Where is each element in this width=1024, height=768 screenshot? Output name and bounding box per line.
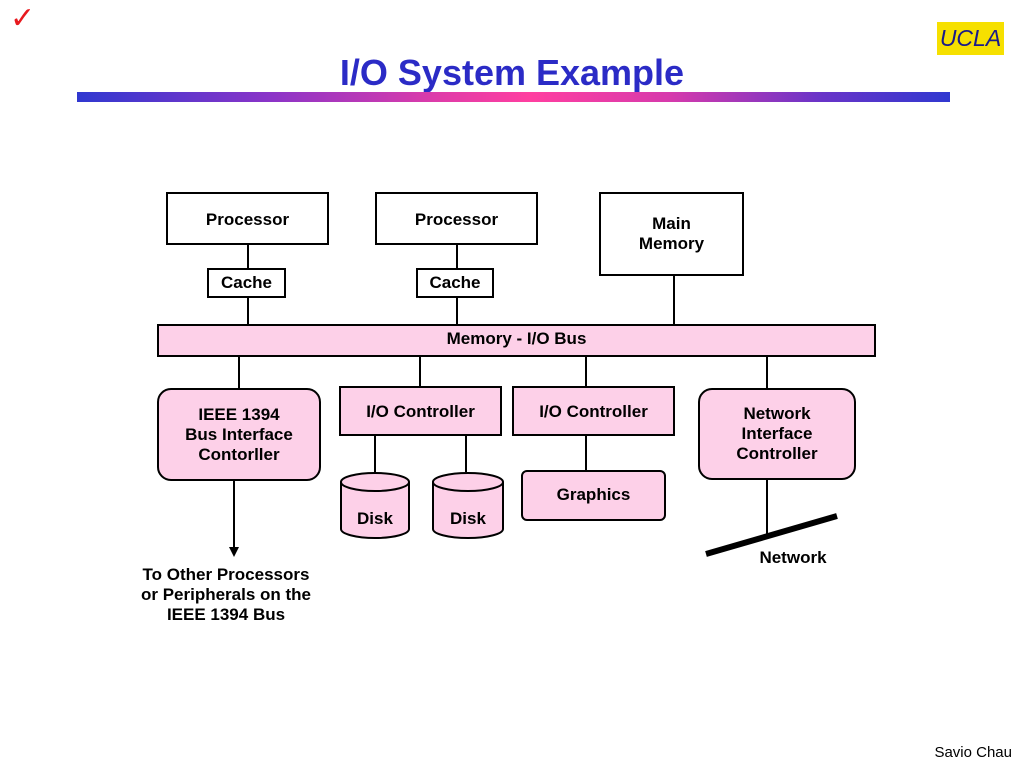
cache-1-box: Cache: [207, 268, 286, 298]
network-controller-label: Network Interface Controller: [736, 404, 818, 463]
network-line: [705, 513, 838, 557]
processor-1-label: Processor: [205, 210, 290, 229]
io-controller-2-box: I/O Controller: [512, 386, 675, 436]
ieee-controller-box: IEEE 1394 Bus Interface Contorller: [157, 388, 321, 481]
check-mark-icon: ✓: [10, 1, 36, 36]
title-divider: [77, 92, 950, 102]
ucla-logo: UCLA: [937, 22, 1004, 55]
disk-2-cylinder: [432, 472, 504, 539]
network-controller-box: Network Interface Controller: [698, 388, 856, 480]
network-label: Network: [759, 548, 827, 567]
disk-2-label: Disk: [450, 509, 486, 528]
cache-1-label: Cache: [220, 273, 273, 292]
io-controller-2-label: I/O Controller: [539, 402, 648, 421]
io-controller-1-label: I/O Controller: [366, 402, 475, 421]
disk-1-cylinder: [340, 472, 410, 539]
graphics-label: Graphics: [556, 485, 631, 504]
processor-2-label: Processor: [414, 210, 499, 229]
memory-io-bus-label: Memory - I/O Bus: [446, 328, 587, 348]
io-controller-1-box: I/O Controller: [339, 386, 502, 436]
slide-title: I/O System Example: [339, 52, 685, 93]
arrow-head-icon: [229, 547, 239, 557]
ieee-destination-label: To Other Processors or Peripherals on th…: [140, 565, 312, 624]
graphics-box: Graphics: [521, 470, 666, 521]
processor-2-box: Processor: [375, 192, 538, 245]
processor-1-box: Processor: [166, 192, 329, 245]
ieee-controller-label: IEEE 1394 Bus Interface Contorller: [185, 404, 293, 464]
cache-2-label: Cache: [429, 273, 481, 292]
disk-1-label: Disk: [357, 509, 393, 528]
author-footer: Savio Chau: [934, 744, 1012, 761]
cache-2-box: Cache: [416, 268, 494, 298]
main-memory-box: Main Memory: [599, 192, 744, 276]
memory-io-bus: Memory - I/O Bus: [157, 324, 876, 357]
main-memory-label: Main Memory: [638, 214, 705, 253]
